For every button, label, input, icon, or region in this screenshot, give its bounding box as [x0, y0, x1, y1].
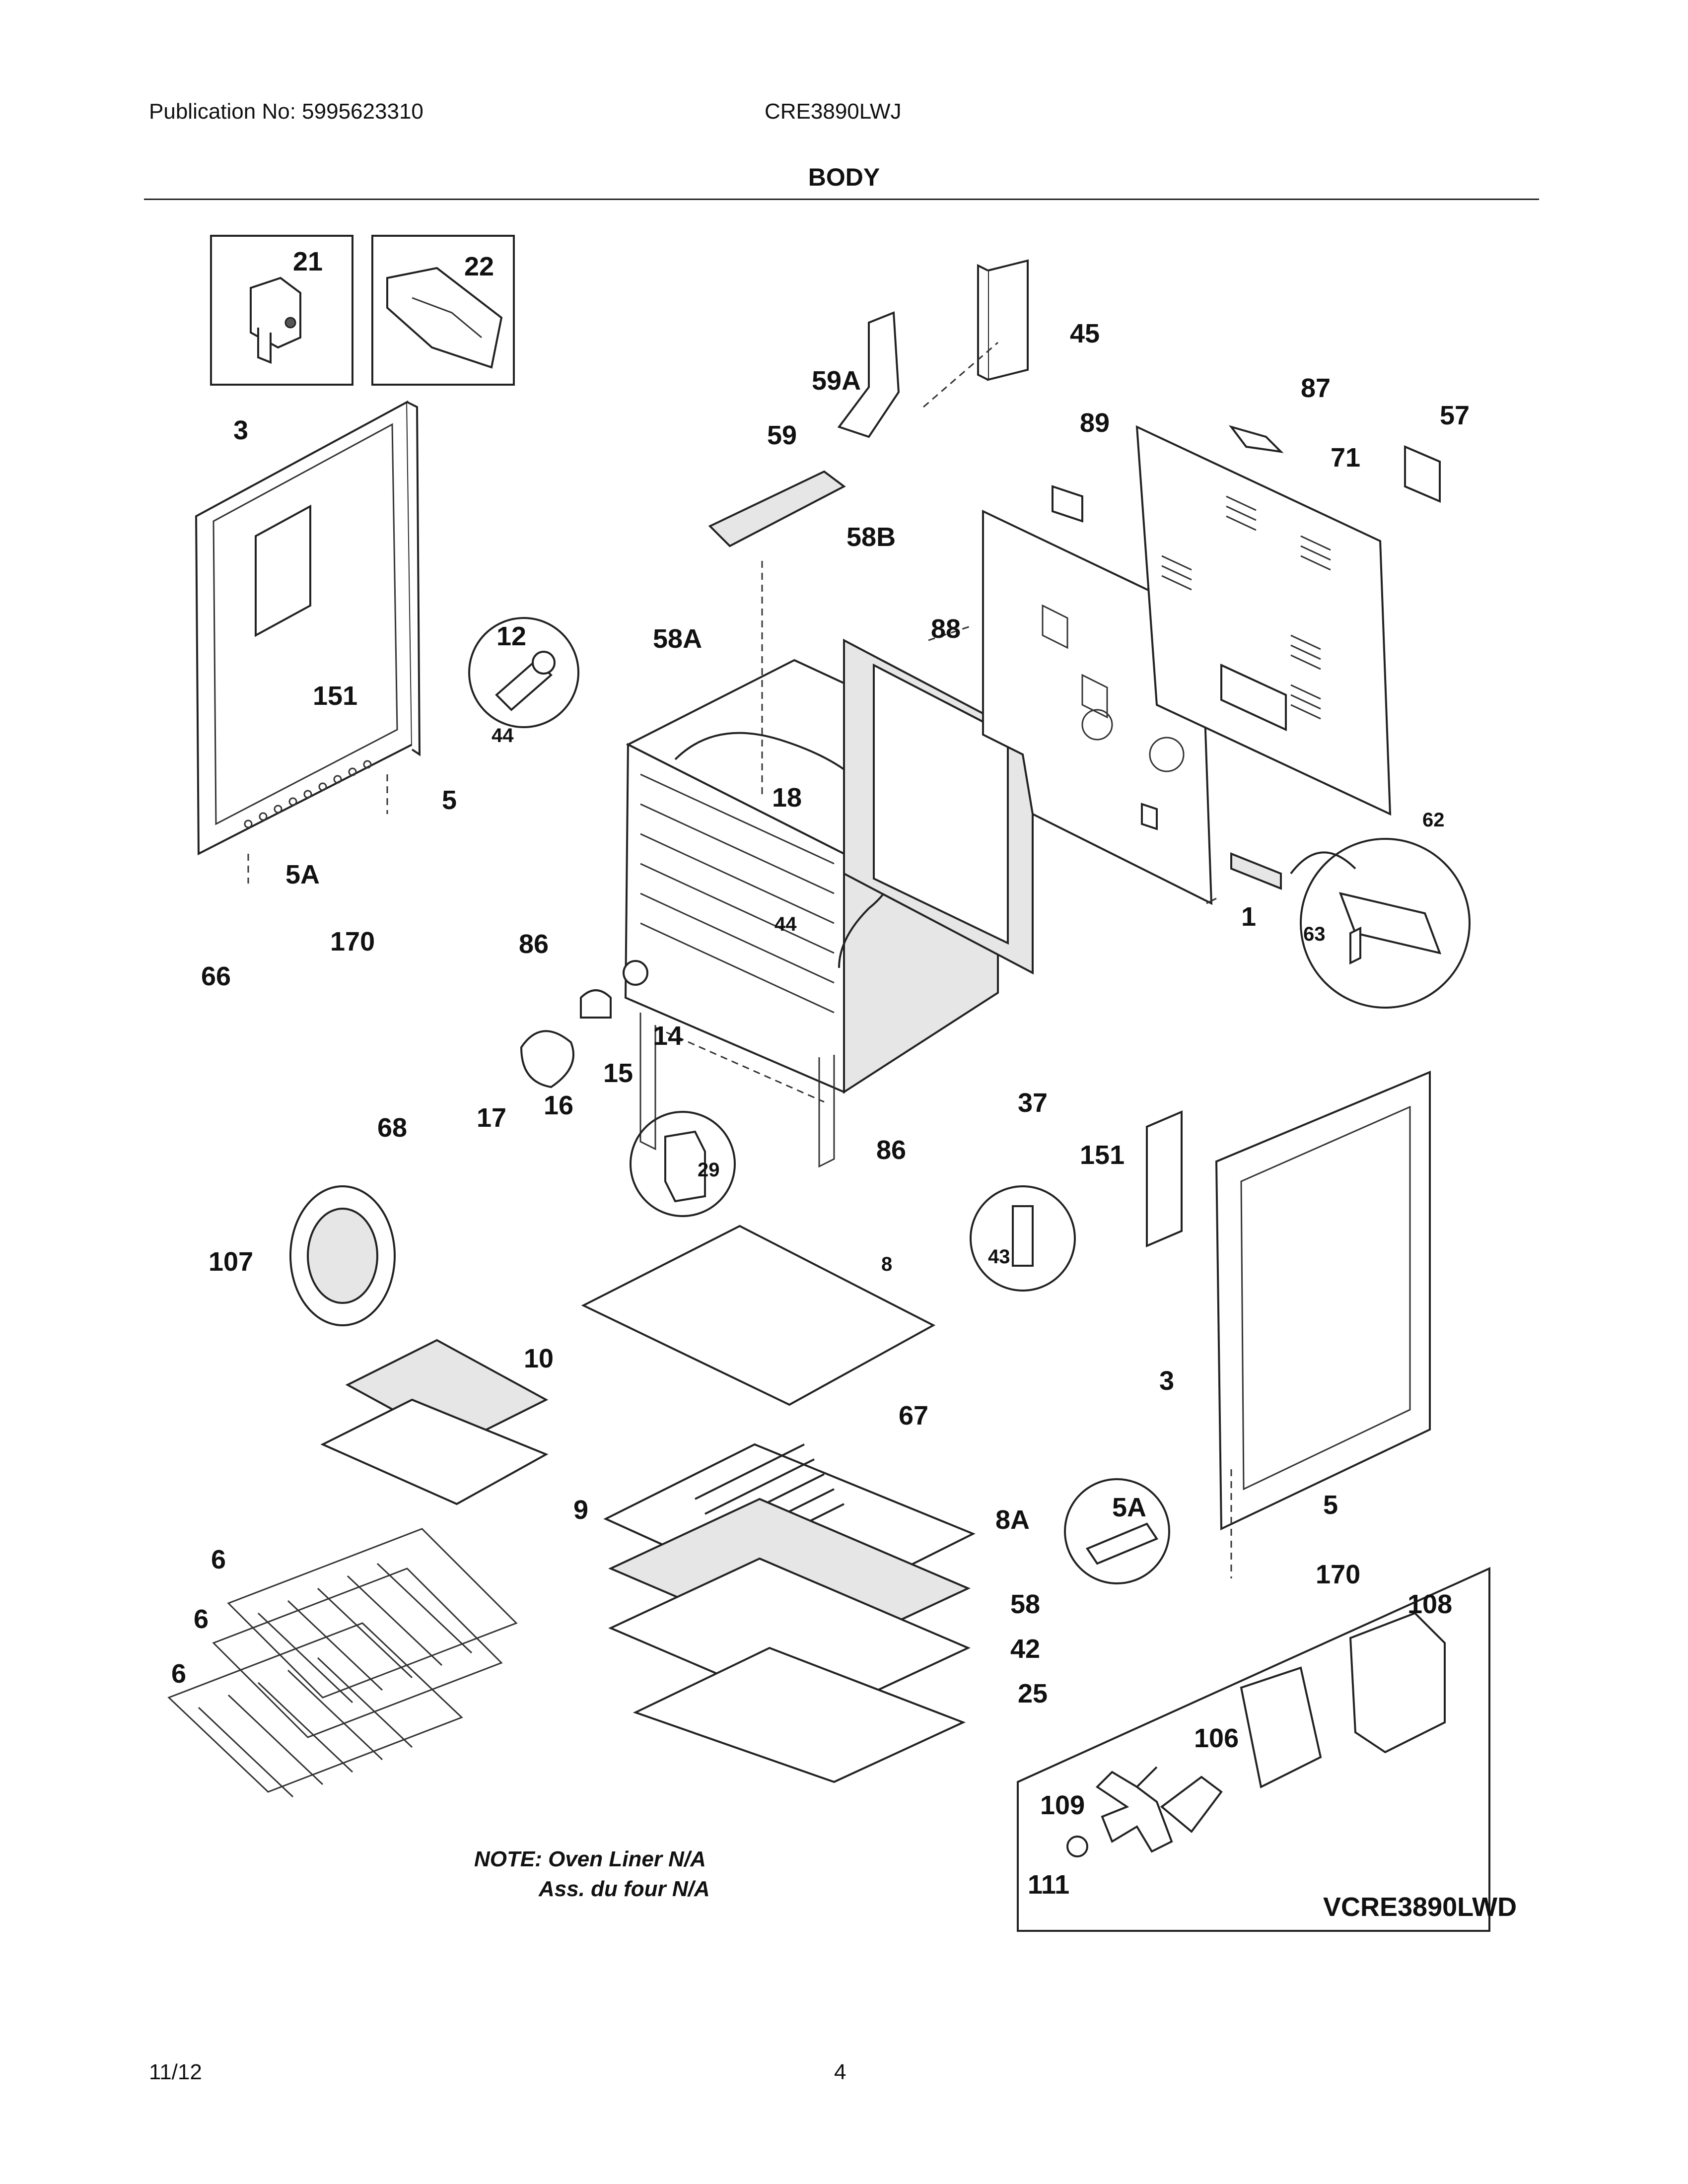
callout-37: 37	[1018, 1088, 1048, 1118]
model-number: CRE3890LWJ	[765, 99, 902, 124]
part-57-cover	[1404, 445, 1441, 503]
callout-25: 25	[1018, 1679, 1048, 1708]
detail-circle-29	[630, 1111, 736, 1217]
callout-71: 71	[1331, 443, 1360, 473]
callout-5a-right: 5A	[1112, 1493, 1146, 1522]
callout-63: 63	[1303, 923, 1326, 945]
detail-circle-63	[1300, 838, 1471, 1009]
publication-number: Publication No: 5995623310	[149, 99, 423, 124]
callout-10: 10	[524, 1344, 554, 1373]
callout-151-right: 151	[1080, 1140, 1125, 1170]
callout-5a-left: 5A	[285, 860, 320, 889]
oven-liner-note-line1: NOTE: Oven Liner N/A	[474, 1847, 706, 1871]
callout-62: 62	[1422, 809, 1445, 831]
oven-racks	[167, 1528, 518, 1798]
callout-107: 107	[209, 1247, 253, 1277]
convection-fan-assembly-box	[1017, 1567, 1490, 1932]
callout-45: 45	[1070, 319, 1100, 348]
part-45-bracket	[977, 259, 1029, 381]
callout-58: 58	[1010, 1589, 1040, 1619]
callout-8: 8	[881, 1253, 892, 1275]
callout-1: 1	[1241, 902, 1256, 932]
oven-bottom-stack	[581, 1225, 976, 1783]
section-title: BODY	[808, 163, 880, 191]
detail-circle-5a-right	[1064, 1478, 1170, 1584]
callout-86-left: 86	[519, 929, 549, 959]
broiler-pan	[320, 1339, 549, 1505]
inset-part-22	[371, 235, 515, 386]
part-62-terminal-block	[1230, 851, 1356, 890]
callout-86-bottom: 86	[876, 1135, 906, 1165]
callout-18: 18	[772, 783, 802, 813]
callout-3-left: 3	[233, 415, 248, 445]
detail-circle-43	[970, 1185, 1076, 1292]
callout-22: 22	[464, 252, 494, 281]
part-87-plate	[1228, 425, 1284, 453]
callout-170-right: 170	[1316, 1560, 1360, 1589]
callout-87: 87	[1301, 373, 1331, 403]
callout-111: 111	[1028, 1870, 1069, 1900]
callout-42: 42	[1010, 1634, 1040, 1664]
callout-108: 108	[1407, 1589, 1452, 1619]
callout-17: 17	[477, 1103, 506, 1133]
callout-6-a: 6	[211, 1545, 226, 1574]
callout-6-c: 6	[171, 1659, 186, 1689]
callout-5-left: 5	[442, 785, 457, 815]
oven-liner-note-line2: Ass. du four N/A	[538, 1877, 710, 1901]
part-59-duct	[708, 470, 846, 547]
callout-88: 88	[931, 614, 961, 644]
callout-5-right: 5	[1323, 1490, 1338, 1520]
callout-44-mid: 44	[774, 913, 797, 935]
callout-68: 68	[377, 1113, 407, 1143]
header-rule	[144, 199, 1539, 200]
variant-model-label: VCRE3890LWD	[1323, 1892, 1517, 1922]
callout-3-right: 3	[1159, 1366, 1174, 1396]
callout-151-left: 151	[313, 681, 357, 711]
callout-58a: 58A	[653, 624, 702, 654]
callout-67: 67	[899, 1401, 928, 1431]
part-59a-duct	[837, 311, 900, 438]
inset-part-21	[210, 235, 353, 386]
callout-12: 12	[496, 621, 526, 651]
callout-44-top: 44	[492, 725, 514, 747]
part-89-bracket	[1052, 485, 1083, 523]
callout-59a: 59A	[812, 366, 861, 396]
callout-43: 43	[988, 1246, 1010, 1268]
callout-labels: 21 22 3 151 5 5A 170 66 68 12 44 58A 18 …	[171, 247, 1470, 1900]
callout-66: 66	[201, 961, 231, 991]
callout-21: 21	[293, 247, 323, 276]
callout-109: 109	[1040, 1790, 1085, 1820]
right-side-panel	[1146, 1070, 1431, 1531]
callout-15: 15	[603, 1058, 633, 1088]
callout-106: 106	[1194, 1723, 1239, 1753]
fan-cover	[289, 1185, 396, 1326]
page-number: 4	[834, 2060, 846, 2084]
callout-89: 89	[1080, 408, 1110, 438]
callout-6-b: 6	[194, 1604, 209, 1634]
rear-cover	[1135, 425, 1392, 816]
callout-14: 14	[653, 1021, 683, 1051]
callout-58b: 58B	[846, 522, 896, 552]
oven-light-parts	[520, 960, 648, 1089]
callout-57: 57	[1440, 401, 1470, 430]
callout-9: 9	[573, 1495, 588, 1525]
callout-16: 16	[544, 1091, 573, 1120]
left-side-panel	[195, 400, 421, 856]
footer-date: 11/12	[149, 2060, 202, 2084]
callout-170-left: 170	[330, 927, 375, 956]
detail-circle-12	[468, 617, 579, 728]
callout-59: 59	[767, 420, 797, 450]
callout-29: 29	[698, 1159, 720, 1181]
callout-8a: 8A	[995, 1505, 1030, 1535]
leader-lines	[247, 341, 1232, 1578]
